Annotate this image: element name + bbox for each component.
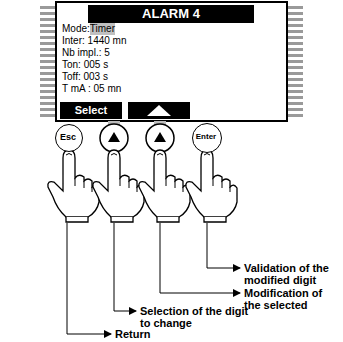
pointing-hand bbox=[139, 150, 190, 222]
field-line: Inter: 1440 mn bbox=[62, 35, 126, 47]
softkey-label: Select bbox=[60, 102, 122, 119]
field-value: Timer bbox=[90, 23, 115, 35]
button-text: Esc bbox=[56, 125, 80, 149]
housing-ridges bbox=[40, 4, 55, 118]
leader-line bbox=[67, 223, 111, 334]
leader-line bbox=[207, 223, 240, 268]
display-screen: ALARM 4Mode:TimerInter: 1440 mnNb impl.:… bbox=[56, 2, 287, 121]
softkey bbox=[60, 102, 122, 119]
up-arrow-symbol bbox=[147, 105, 171, 116]
callout-label: Selection of the digit to change bbox=[140, 305, 250, 329]
field-line: Nb impl.: 5 bbox=[62, 47, 110, 59]
callout-label: Validation of the modified digit bbox=[244, 262, 341, 286]
pointing-hand bbox=[186, 150, 237, 222]
display-screen bbox=[56, 2, 287, 121]
field-line: Ton: 005 s bbox=[62, 59, 108, 71]
softkey bbox=[128, 102, 190, 119]
leader-line bbox=[114, 223, 136, 311]
field-line: T mA : 05 mn bbox=[62, 83, 121, 95]
pointing-hand bbox=[93, 150, 144, 222]
up-button bbox=[100, 124, 128, 152]
leader-line bbox=[160, 223, 240, 293]
callout-label: Modification of the selected bbox=[244, 287, 341, 311]
softkey-text: Select bbox=[60, 102, 122, 119]
round-button: Enter bbox=[192, 123, 222, 153]
pointing-hand bbox=[48, 150, 99, 222]
button-text: Enter bbox=[193, 124, 219, 150]
round-button: Esc bbox=[55, 124, 83, 152]
housing-ridges bbox=[288, 4, 303, 118]
up-arrow-symbol bbox=[154, 132, 166, 142]
screen-title: ALARM 4 bbox=[88, 5, 254, 23]
field-label: Mode: bbox=[62, 23, 90, 35]
field-line: Toff: 003 s bbox=[62, 71, 108, 83]
callout-label: Return bbox=[115, 328, 175, 340]
up-button bbox=[146, 124, 174, 152]
up-arrow-symbol bbox=[108, 132, 120, 142]
